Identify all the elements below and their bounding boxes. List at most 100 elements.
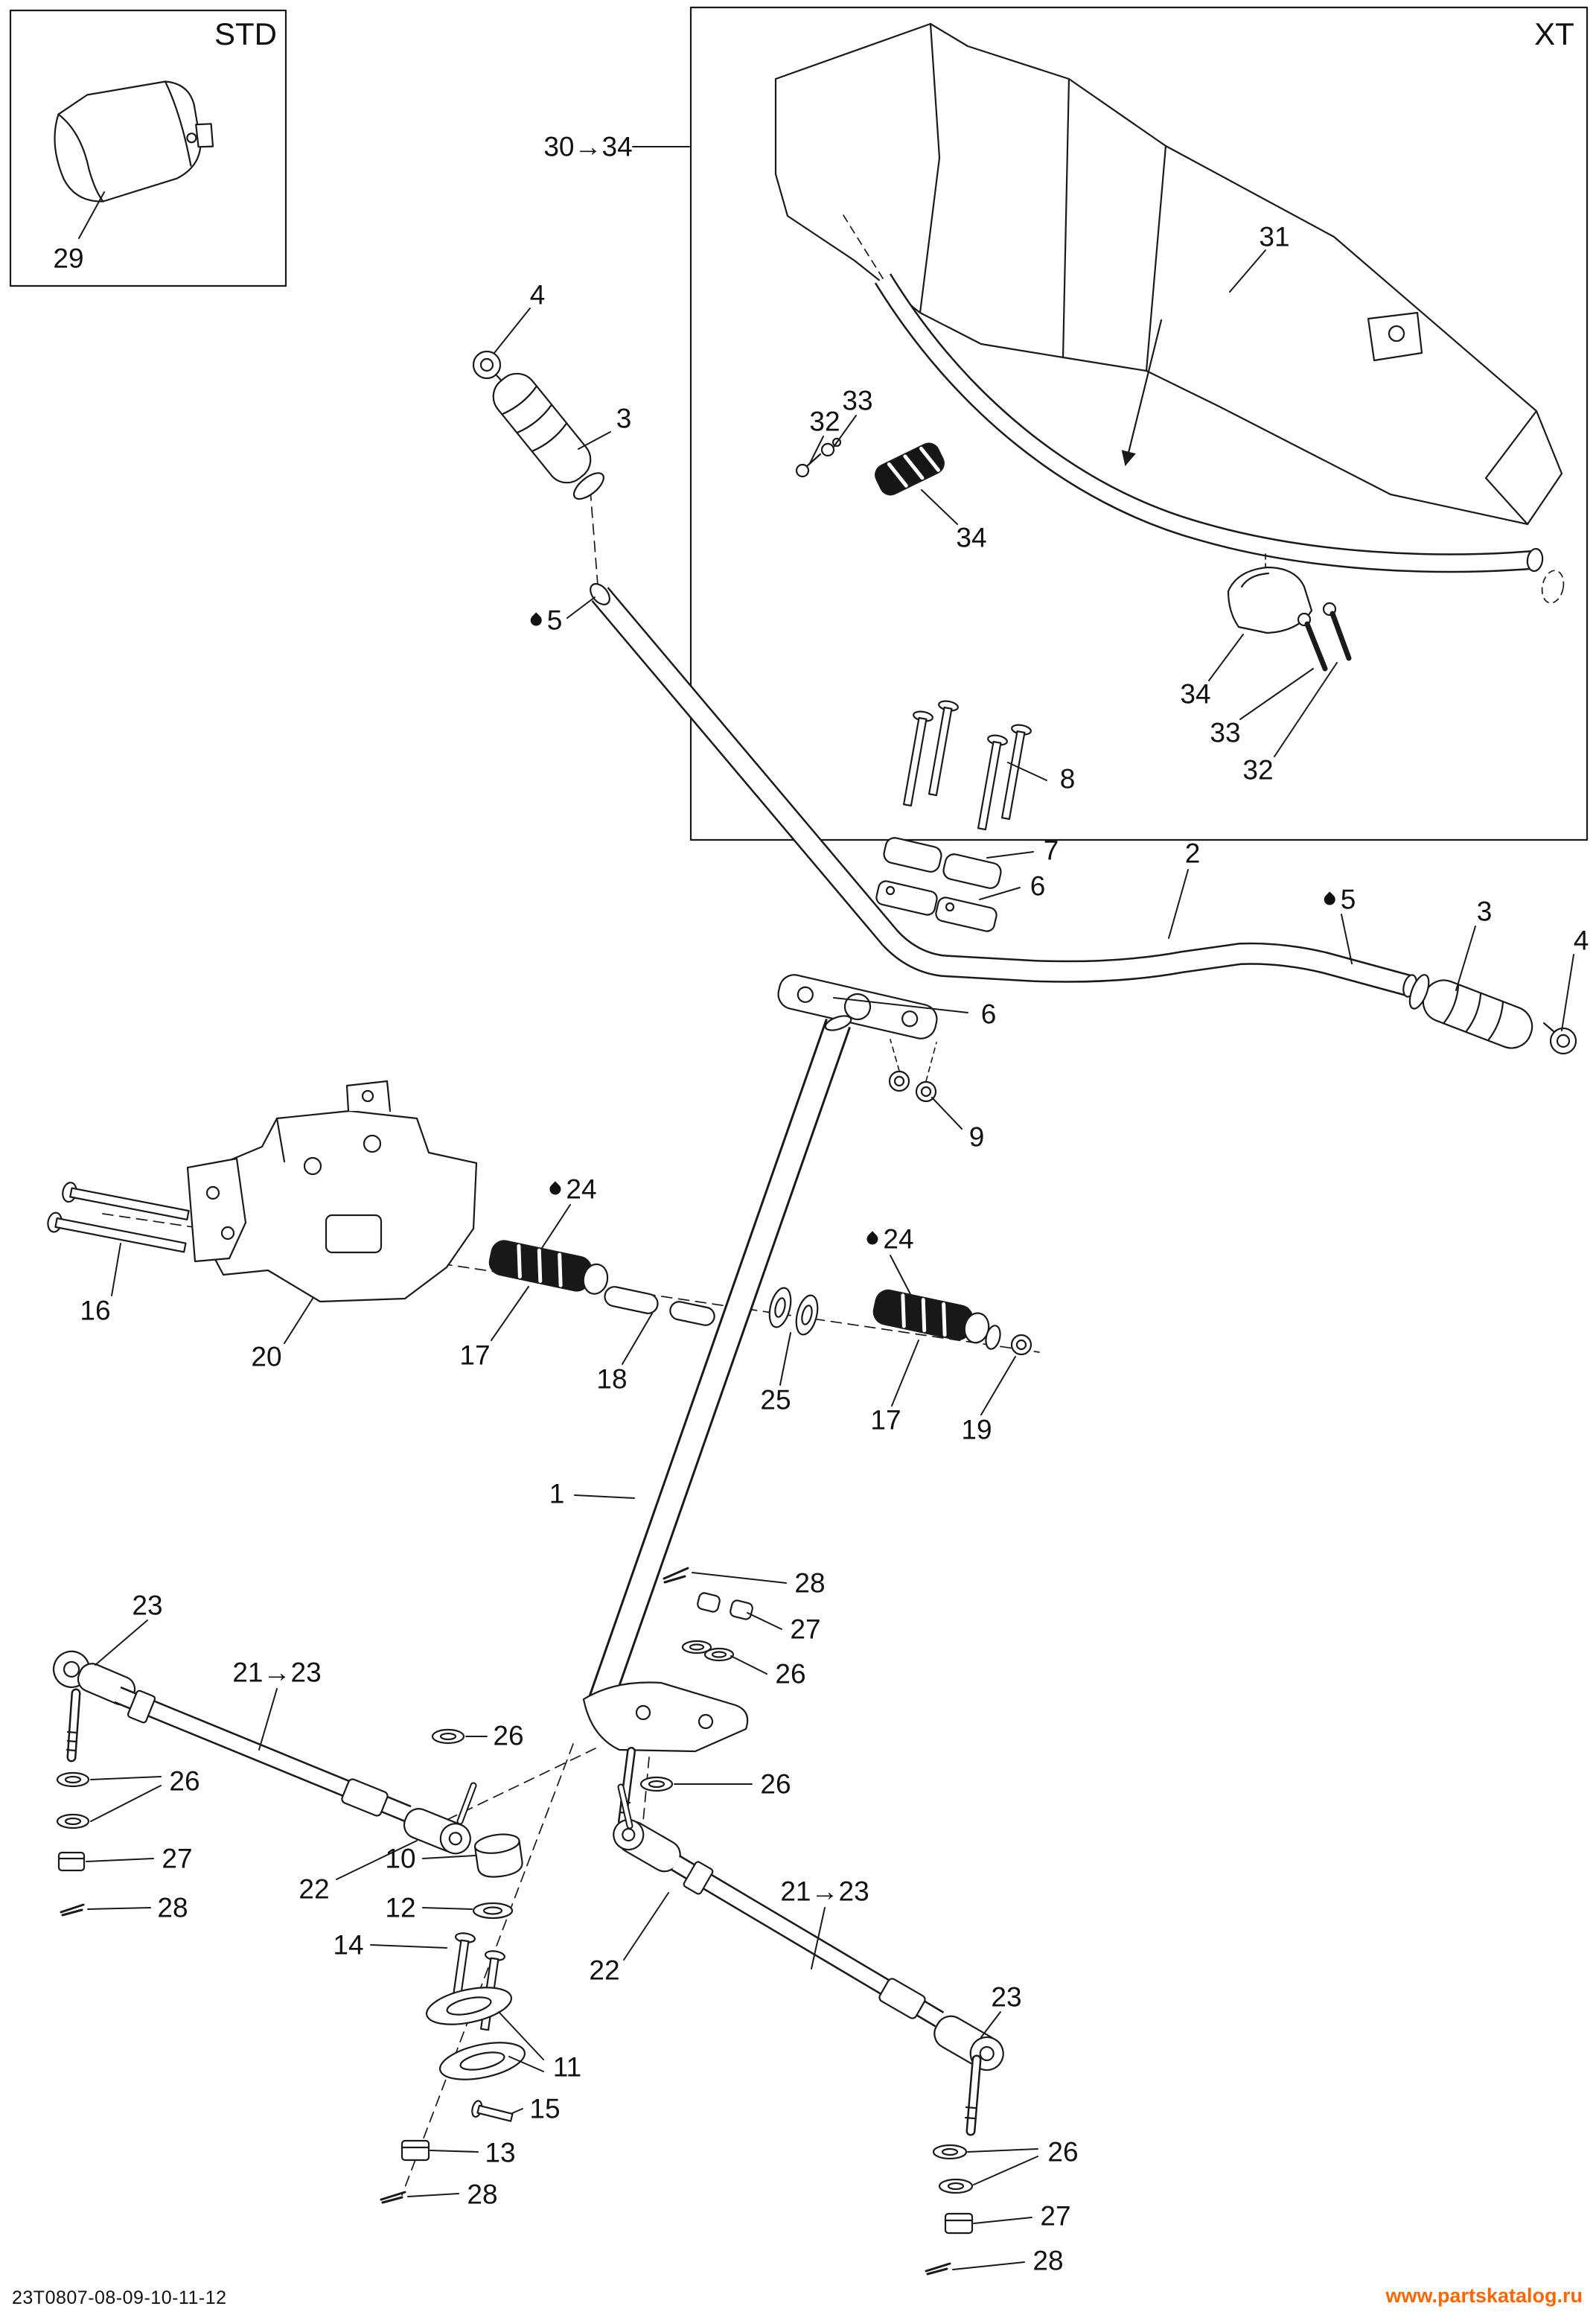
lubricant-droplet-icon	[864, 1231, 881, 1247]
part-callout-9: 9	[968, 1121, 985, 1153]
part-callout-27: 27	[790, 1614, 821, 1645]
part-callout-7: 7	[1043, 835, 1059, 866]
part-callout-26: 26	[1047, 2136, 1079, 2168]
part-callout-16: 16	[80, 1295, 111, 1326]
part-26-washers-upper	[681, 1640, 735, 1662]
part-callout-20: 20	[251, 1341, 282, 1372]
part-12-washer	[472, 1902, 514, 1920]
part-34-bar-clamp-lower	[1227, 553, 1313, 634]
part-26-washer-mid-right	[639, 1776, 674, 1792]
part-callout-12: 12	[385, 1892, 416, 1923]
part-callout-29: 29	[53, 243, 84, 274]
document-code: 23T0807-08-09-10-11-12	[12, 2287, 227, 2308]
part-callout-26: 26	[775, 1658, 806, 1690]
part-callout-17: 17	[870, 1404, 901, 1436]
leader-lines	[78, 146, 1574, 2270]
part-26-washer-mid-left	[431, 1728, 465, 1745]
part-18-spacers	[604, 1286, 715, 1326]
right-tie-rod	[613, 1783, 1004, 2136]
part-callout-34: 34	[1180, 678, 1211, 710]
part-callout-4: 4	[1573, 925, 1589, 956]
part-callout-4: 4	[529, 279, 546, 311]
part-callout-3: 3	[616, 403, 632, 434]
part-callout-5: 5	[1321, 886, 1356, 914]
part-4-grip-cap-left	[472, 350, 508, 387]
part-callout-26: 26	[169, 1765, 200, 1797]
part-callout-24: 24	[547, 1176, 597, 1203]
part-callout-17: 17	[459, 1340, 491, 1371]
part-callout-28: 28	[467, 2179, 498, 2210]
part-31-handlebar-pad	[774, 22, 1563, 526]
xt-inset-label: XT	[1534, 16, 1574, 51]
part-callout-30-34: 30→34	[543, 131, 633, 162]
part-27-nut-left	[57, 1851, 86, 1872]
part-10-bearing	[473, 1833, 523, 1878]
right-stack-hardware	[925, 2144, 974, 2276]
steering-column-arm	[582, 1681, 749, 1826]
part-callout-33: 33	[1210, 717, 1241, 748]
part-20-support-bracket	[186, 1080, 478, 1303]
part-23-ball-joint-right	[933, 2015, 1004, 2071]
part-callout-10: 10	[385, 1843, 416, 1874]
part-callout-32: 32	[1242, 754, 1274, 786]
part-22-ball-joint-right	[613, 1818, 681, 1873]
part-13-nut	[400, 2139, 430, 2162]
lubricant-droplet-icon	[528, 612, 544, 628]
xt-inset-box	[689, 6, 1589, 841]
left-stack-hardware	[56, 1771, 90, 1917]
part-callout-6: 6	[980, 999, 997, 1030]
part-callout-25: 25	[760, 1384, 791, 1415]
part-callout-15: 15	[529, 2093, 561, 2124]
part-callout-32: 32	[809, 406, 840, 437]
part-callout-28: 28	[1032, 2245, 1064, 2276]
part-callout-14: 14	[333, 1929, 364, 1961]
part-17-steering-arm-left	[488, 1240, 609, 1295]
part-callout-6: 6	[1030, 870, 1046, 902]
part-callout-8: 8	[1059, 763, 1076, 794]
part-28-pin-left	[60, 1903, 85, 1917]
part-25-washers	[768, 1287, 819, 1336]
part-callout-28: 28	[794, 1567, 826, 1599]
part-28-pin-right	[925, 2262, 951, 2276]
lubricant-droplet-icon	[547, 1181, 564, 1197]
part-9-nuts	[888, 1039, 937, 1103]
part-callout-21-23: 21→23	[780, 1876, 869, 1907]
part-8-clamp-bolts	[902, 700, 1032, 831]
part-callout-18: 18	[596, 1363, 628, 1395]
part-11-plates	[425, 1987, 526, 2080]
part-34-pad-clamp-upper	[875, 442, 945, 496]
part-29-grip-cover	[54, 80, 214, 203]
part-callout-13: 13	[485, 2137, 516, 2168]
part-callout-1: 1	[549, 1478, 565, 1509]
part-callout-3: 3	[1476, 896, 1493, 927]
part-callout-23: 23	[132, 1590, 163, 1621]
lubricant-droplet-icon	[1321, 891, 1338, 908]
part-6-clamp-halves	[875, 880, 998, 932]
part-22-ball-joint-left	[403, 1808, 471, 1855]
part-callout-31: 31	[1259, 221, 1290, 252]
part-callout-28: 28	[157, 1892, 188, 1923]
part-4-grip-cap-right	[1542, 1022, 1577, 1055]
part-callout-22: 22	[299, 1873, 330, 1905]
part-7-clamp-caps	[883, 837, 1002, 889]
part-27-nut-right	[944, 2212, 974, 2235]
part-28-pin-bottom-left	[380, 2191, 406, 2204]
std-inset-box	[9, 9, 287, 287]
column-lower-mount	[380, 1833, 526, 2204]
part-3-grip-right	[1408, 974, 1533, 1049]
part-callout-34: 34	[956, 522, 987, 553]
part-15-bolt	[471, 2100, 514, 2122]
part-33-32-bolts-lower	[1297, 602, 1352, 672]
part-callout-5: 5	[528, 607, 562, 634]
part-callout-19: 19	[961, 1414, 992, 1445]
part-callout-27: 27	[162, 1843, 193, 1874]
part-callout-23: 23	[991, 1981, 1022, 2013]
part-3-grip-left	[492, 372, 604, 500]
part-callout-24: 24	[864, 1226, 914, 1253]
part-callout-2: 2	[1184, 838, 1201, 869]
part-callout-27: 27	[1040, 2200, 1071, 2232]
steering-top-plate	[777, 974, 938, 1039]
part-callout-11: 11	[552, 2051, 582, 2083]
